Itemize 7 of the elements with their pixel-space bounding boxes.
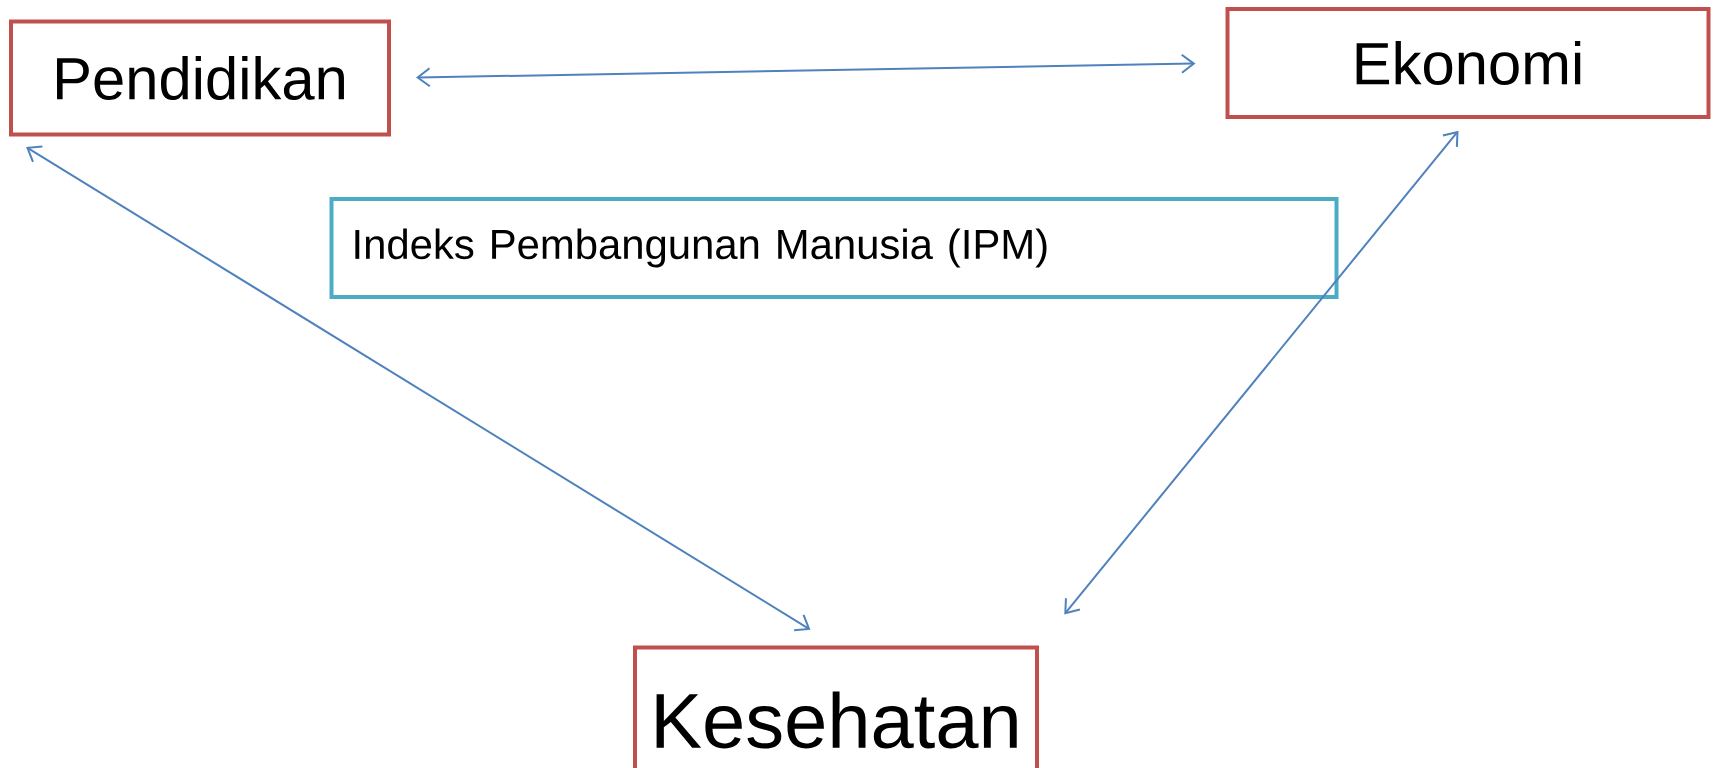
double-arrow (416, 53, 1196, 88)
concept-box: Ekonomi (1225, 7, 1711, 119)
concept-box: Kesehatan (633, 645, 1039, 768)
double-arrow (1064, 130, 1459, 615)
concept-box: Pendidikan (9, 19, 391, 137)
concept-box: Indeks Pembangunan Manusia (IPM) (329, 197, 1339, 299)
double-arrow (26, 145, 811, 632)
